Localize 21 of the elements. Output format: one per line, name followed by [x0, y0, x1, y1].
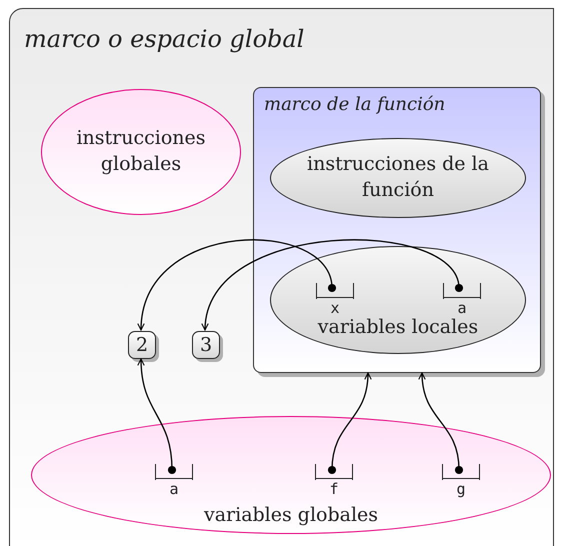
node-label: instrucciones de la función [306, 152, 490, 203]
value-box [192, 331, 220, 359]
arrow [328, 372, 372, 474]
frame-title: marco de la función [264, 94, 446, 115]
node-label: instrucciones globales [75, 126, 207, 177]
variable-name: x [329, 299, 341, 317]
frame-box [9, 8, 554, 546]
node-label: variables globales [204, 503, 378, 528]
arrow [418, 372, 464, 474]
node-label: variables locales [318, 315, 478, 340]
variable-name: g [455, 480, 467, 498]
variable-name: a [456, 299, 468, 317]
arrow [138, 239, 336, 331]
arrow [138, 358, 176, 474]
variable-name: f [328, 480, 340, 498]
value-label: 2 [136, 334, 148, 356]
frame-title: marco o espacio global [24, 25, 304, 53]
variable-name: a [168, 480, 180, 498]
arrow [202, 239, 464, 331]
value-box [128, 331, 156, 359]
value-label: 3 [200, 334, 212, 356]
